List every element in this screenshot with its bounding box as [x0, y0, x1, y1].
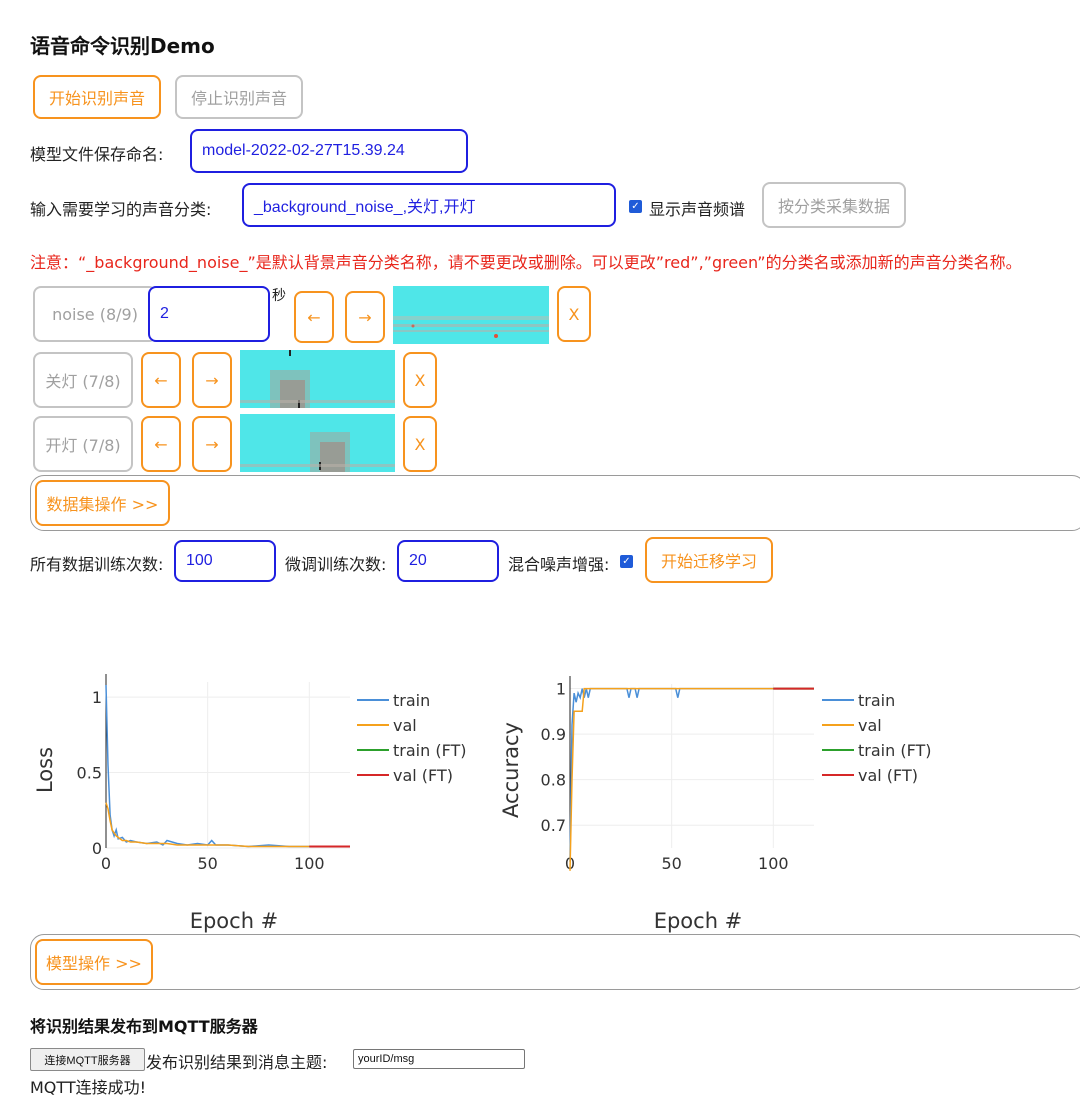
x-tick-label: 100 [294, 854, 325, 873]
show-spectrogram-checkbox[interactable]: ✓ [629, 200, 642, 213]
epochs-input[interactable]: 100 [174, 540, 276, 582]
y-tick-label: 0 [92, 839, 102, 858]
y-tick-label: 1 [556, 680, 566, 699]
mqtt-status-text: MQTT连接成功! [30, 1078, 147, 1097]
class-button-noise[interactable]: noise (8/9) [33, 286, 157, 342]
noise-spectrogram-image [393, 286, 549, 344]
mqtt-connect-button[interactable]: 连接MQTT服务器 [30, 1048, 145, 1071]
legend-label: val (FT) [858, 766, 918, 785]
seconds-unit-label: 秒 [272, 288, 286, 304]
collect-data-button[interactable]: 按分类采集数据 [762, 182, 906, 228]
y-tick-label: 0.7 [541, 816, 566, 835]
model-ops-panel [30, 934, 1080, 990]
y-tick-label: 0.5 [77, 764, 102, 783]
off-remove-button[interactable]: X [403, 352, 437, 408]
mqtt-topic-input[interactable]: yourID/msg [353, 1049, 525, 1069]
off-next-button[interactable]: → [192, 352, 232, 408]
x-axis-label: Epoch # [190, 909, 279, 933]
y-axis-label: Accuracy [499, 722, 523, 818]
legend-label: train (FT) [858, 741, 932, 760]
augment-label: 混合噪声增强: [508, 555, 610, 574]
on-prev-button[interactable]: ← [141, 416, 181, 472]
off-spectrogram-image [240, 350, 395, 408]
noise-next-button[interactable]: → [345, 291, 385, 343]
start-transfer-learning-button[interactable]: 开始迁移学习 [645, 537, 773, 583]
model-name-input[interactable]: model-2022-02-27T15.39.24 [190, 129, 468, 173]
model-ops-button[interactable]: 模型操作 >> [35, 939, 153, 985]
class-button-off[interactable]: 关灯 (7/8) [33, 352, 133, 408]
legend-label: train [393, 691, 430, 710]
dataset-ops-panel [30, 475, 1080, 531]
legend-label: val [393, 716, 417, 735]
dataset-ops-button[interactable]: 数据集操作 >> [35, 480, 170, 526]
legend-label: train (FT) [393, 741, 467, 760]
x-tick-label: 50 [661, 854, 681, 873]
series-line-val [569, 687, 774, 871]
epochs-label: 所有数据训练次数: [30, 555, 164, 574]
ft-epochs-label: 微调训练次数: [285, 555, 387, 574]
class-button-on[interactable]: 开灯 (7/8) [33, 416, 133, 472]
classes-input[interactable]: _background_noise_,关灯,开灯 [242, 183, 616, 227]
show-spectrogram-label: 显示声音频谱 [649, 200, 746, 219]
noise-prev-button[interactable]: ← [294, 291, 334, 343]
page-title: 语音命令识别Demo [30, 34, 215, 58]
off-prev-button[interactable]: ← [141, 352, 181, 408]
x-tick-label: 50 [197, 854, 217, 873]
seconds-input[interactable]: 2 [148, 286, 270, 342]
on-spectrogram-image [240, 414, 395, 472]
noise-remove-button[interactable]: X [557, 286, 591, 342]
stop-recognition-button[interactable]: 停止识别声音 [175, 75, 303, 119]
x-axis-label: Epoch # [654, 909, 743, 933]
on-spectrogram-svg [240, 414, 395, 472]
ft-epochs-input[interactable]: 20 [397, 540, 499, 582]
noise-spectrogram-svg [393, 286, 549, 344]
warning-text: 注意：“_background_noise_”是默认背景声音分类名称，请不要更改… [30, 253, 1022, 272]
y-tick-label: 1 [92, 688, 102, 707]
series-line-val [105, 802, 310, 848]
on-remove-button[interactable]: X [403, 416, 437, 472]
augment-checkbox[interactable]: ✓ [620, 555, 633, 568]
mqtt-heading: 将识别结果发布到MQTT服务器 [30, 1017, 258, 1036]
legend-label: train [858, 691, 895, 710]
x-tick-label: 0 [101, 854, 111, 873]
y-tick-label: 0.9 [541, 725, 566, 744]
legend-label: val [858, 716, 882, 735]
off-spectrogram-svg [240, 350, 395, 408]
x-tick-label: 100 [758, 854, 789, 873]
mqtt-topic-label: 发布识别结果到消息主题: [146, 1053, 328, 1072]
on-next-button[interactable]: → [192, 416, 232, 472]
classes-label: 输入需要学习的声音分类: [30, 200, 212, 219]
start-recognition-button[interactable]: 开始识别声音 [33, 75, 161, 119]
y-axis-label: Loss [33, 747, 57, 793]
y-tick-label: 0.8 [541, 771, 566, 790]
legend-label: val (FT) [393, 766, 453, 785]
model-name-label: 模型文件保存命名: [30, 145, 164, 164]
